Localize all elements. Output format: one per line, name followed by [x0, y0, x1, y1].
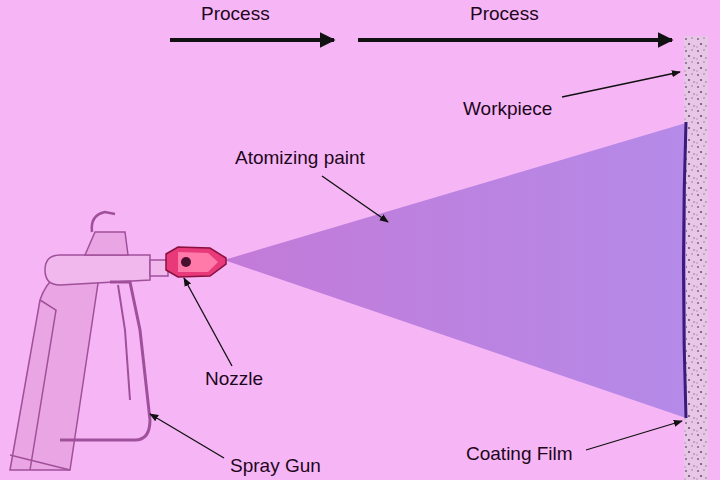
leader-line [586, 421, 682, 450]
process-label: Process [201, 3, 270, 25]
part-label: Workpiece [463, 98, 552, 120]
process-label: Process [470, 3, 539, 25]
leader-line [562, 72, 680, 97]
workpiece [684, 36, 708, 480]
process-arrow [170, 38, 334, 42]
leader-line [184, 278, 232, 366]
process-arrow [358, 38, 672, 42]
nozzle [166, 247, 226, 277]
leader-line [322, 176, 388, 222]
part-label: Spray Gun [230, 455, 321, 477]
spray-gun [10, 212, 168, 470]
spray-cone [224, 123, 686, 418]
leader-line [150, 414, 224, 458]
part-label: Atomizing paint [235, 147, 365, 169]
coating-film [684, 122, 687, 418]
part-label: Nozzle [205, 368, 263, 390]
part-label: Coating Film [466, 443, 573, 465]
